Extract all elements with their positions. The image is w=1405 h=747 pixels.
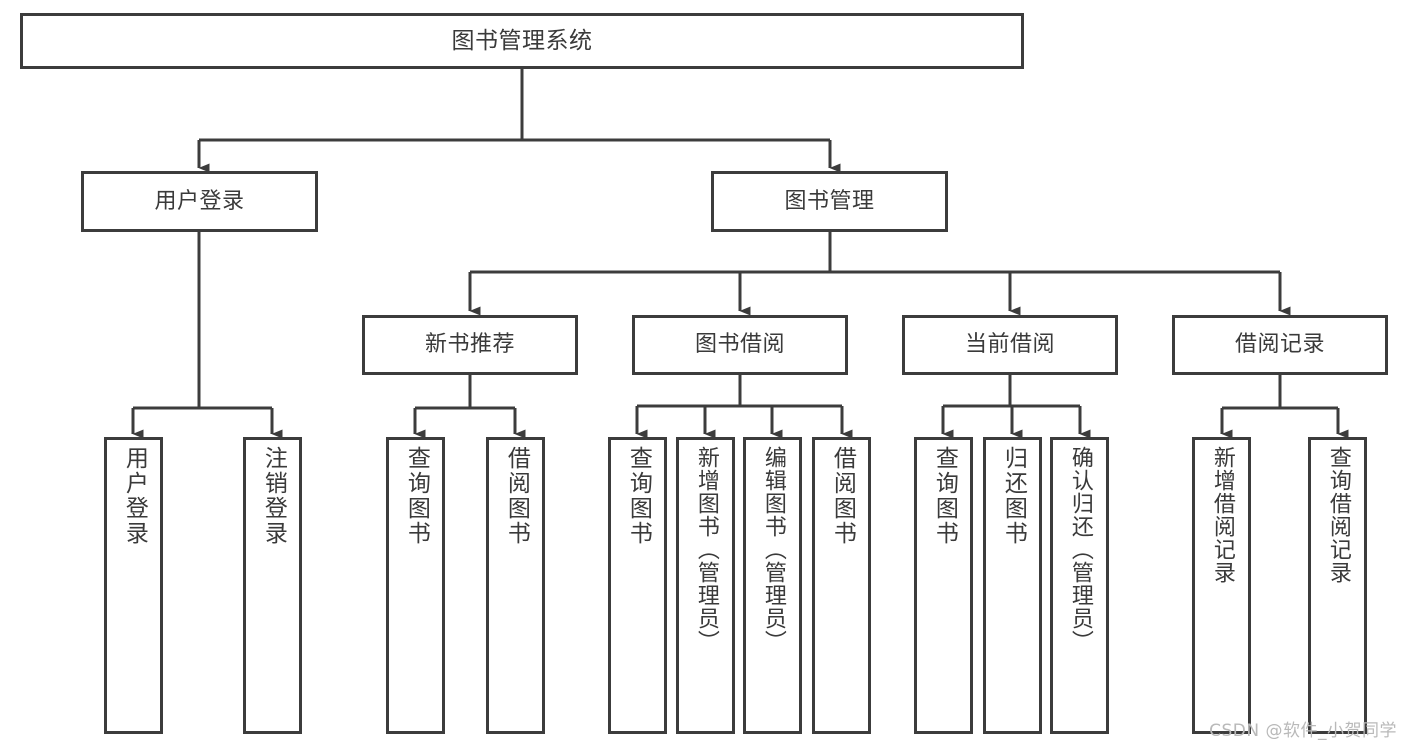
node-label: 借阅图书 xyxy=(503,446,530,546)
leaf-current-return-book[interactable]: 归还图书 xyxy=(983,437,1042,734)
node-book-borrow[interactable]: 图书借阅 xyxy=(632,315,848,375)
node-label: 图书管理 xyxy=(784,188,875,214)
node-label: 用户登录 xyxy=(154,188,245,214)
leaf-current-confirm-return-admin[interactable]: 确认归还（管理员） xyxy=(1050,437,1109,734)
leaf-borrow-borrow-book[interactable]: 借阅图书 xyxy=(812,437,871,734)
node-label: 图书借阅 xyxy=(694,332,785,358)
csdn-watermark: CSDN @软件_小贺同学 xyxy=(1209,721,1397,741)
node-label: 查询借阅记录 xyxy=(1325,446,1351,584)
leaf-borrow-edit-book-admin[interactable]: 编辑图书（管理员） xyxy=(743,437,802,734)
node-label: 借阅图书 xyxy=(829,446,856,546)
node-label: 编辑图书（管理员） xyxy=(760,446,786,653)
node-label: 确认归还（管理员） xyxy=(1067,446,1093,653)
node-borrow-record[interactable]: 借阅记录 xyxy=(1172,315,1388,375)
node-label: 新增借阅记录 xyxy=(1209,446,1235,584)
node-label: 当前借阅 xyxy=(964,332,1055,358)
node-label: 新增图书（管理员） xyxy=(693,446,719,653)
leaf-recommend-borrow-book[interactable]: 借阅图书 xyxy=(486,437,545,734)
leaf-recommend-query-book[interactable]: 查询图书 xyxy=(386,437,445,734)
node-user-login[interactable]: 用户登录 xyxy=(81,171,318,232)
leaf-current-query-book[interactable]: 查询图书 xyxy=(914,437,973,734)
node-label: 用户登录 xyxy=(121,446,148,546)
node-label: 新书推荐 xyxy=(424,332,515,358)
leaf-borrow-query-book[interactable]: 查询图书 xyxy=(608,437,667,734)
node-new-book-recommend[interactable]: 新书推荐 xyxy=(362,315,578,375)
leaf-user-login-logout[interactable]: 注销登录 xyxy=(243,437,302,734)
node-root-system[interactable]: 图书管理系统 xyxy=(20,13,1024,69)
node-label: 注销登录 xyxy=(260,446,287,546)
node-label: 借阅记录 xyxy=(1234,332,1325,358)
node-label: 查询图书 xyxy=(625,446,652,546)
node-book-management[interactable]: 图书管理 xyxy=(711,171,948,232)
node-current-borrow[interactable]: 当前借阅 xyxy=(902,315,1118,375)
node-label: 查询图书 xyxy=(403,446,430,546)
node-label: 查询图书 xyxy=(931,446,958,546)
leaf-record-add-record[interactable]: 新增借阅记录 xyxy=(1192,437,1251,734)
leaf-borrow-add-book-admin[interactable]: 新增图书（管理员） xyxy=(676,437,735,734)
node-label: 归还图书 xyxy=(1000,446,1027,546)
leaf-user-login-login[interactable]: 用户登录 xyxy=(104,437,163,734)
leaf-record-query-record[interactable]: 查询借阅记录 xyxy=(1308,437,1367,734)
node-label: 图书管理系统 xyxy=(451,27,593,54)
